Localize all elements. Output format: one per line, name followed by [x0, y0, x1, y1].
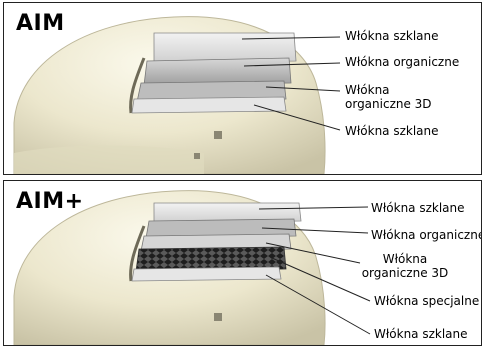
aim-plus-panel: AIM+ Włókna szklane Włókna organiczne Wł…: [3, 180, 482, 346]
label-organic-3d: Włókna organiczne 3D: [350, 252, 460, 280]
label-organic-3d: Włókna organiczne 3D: [345, 83, 455, 111]
layer-glass-bottom: [132, 267, 281, 281]
helmet-hole: [214, 313, 222, 321]
aim-title: AIM: [16, 11, 65, 36]
label-special-fiber: Włókna specjalne: [374, 294, 479, 308]
label-glass-fiber-top: Włókna szklane: [345, 29, 439, 43]
label-glass-fiber-bottom: Włókna szklane: [374, 327, 468, 341]
aim-panel: AIM Włókna szklane Włókna organiczne Włó…: [3, 2, 482, 175]
label-organic-fiber: Włókna organiczne: [345, 55, 459, 69]
aim-plus-title: AIM+: [16, 189, 84, 214]
helmet-hole: [214, 131, 222, 139]
label-glass-fiber-top: Włókna szklane: [371, 201, 465, 215]
helmet-brim: [14, 146, 204, 175]
label-organic-fiber: Włókna organiczne: [371, 228, 482, 242]
helmet-hole: [194, 153, 200, 159]
layer-glass-bottom: [132, 97, 286, 113]
label-glass-fiber-bottom: Włókna szklane: [345, 124, 439, 138]
